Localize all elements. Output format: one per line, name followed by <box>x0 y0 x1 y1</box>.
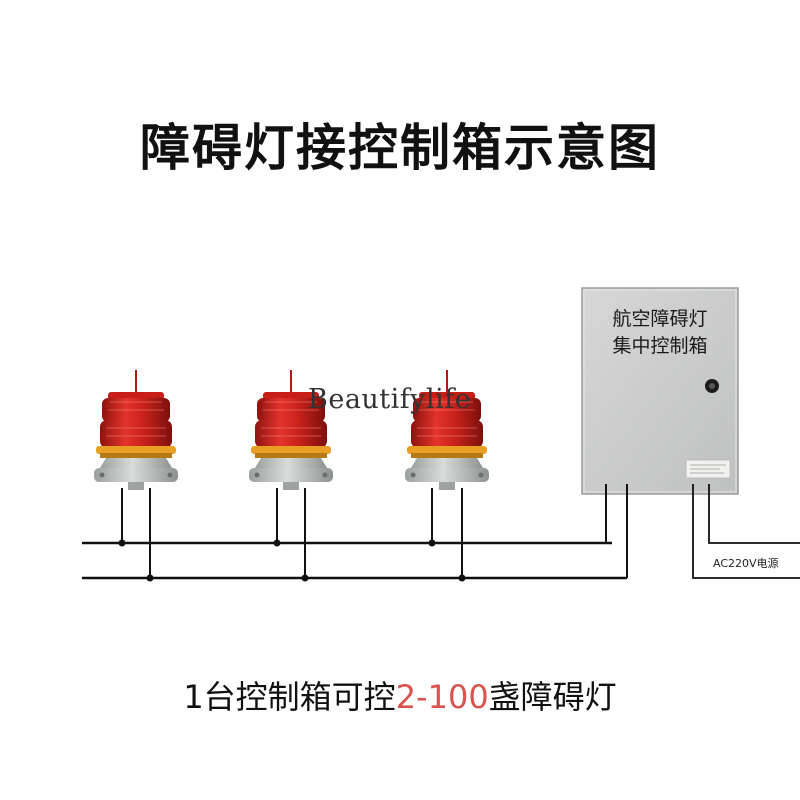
box-output-wires <box>605 484 628 578</box>
power-source-label: AC220V电源 <box>713 557 779 570</box>
obstruction-light-1 <box>93 369 179 491</box>
control-box-label: 航空障碍灯 集中控制箱 <box>590 306 730 360</box>
control-box-label-line1: 航空障碍灯 <box>612 308 708 330</box>
caption-suffix: 盏障碍灯 <box>488 678 617 716</box>
caption-highlight: 2-100 <box>395 678 489 716</box>
brand-watermark: Beautifylife <box>308 384 472 415</box>
caption-prefix: 1台控制箱可控 <box>183 678 396 716</box>
junction-dots <box>118 539 466 582</box>
lamp-drop-wires <box>121 488 463 578</box>
control-box-label-line2: 集中控制箱 <box>612 335 708 357</box>
power-input-wires <box>692 484 800 579</box>
page-title: 障碍灯接控制箱示意图 <box>140 119 660 177</box>
control-box <box>581 287 739 495</box>
caption: 1台控制箱可控2-100盏障碍灯 <box>0 672 800 718</box>
